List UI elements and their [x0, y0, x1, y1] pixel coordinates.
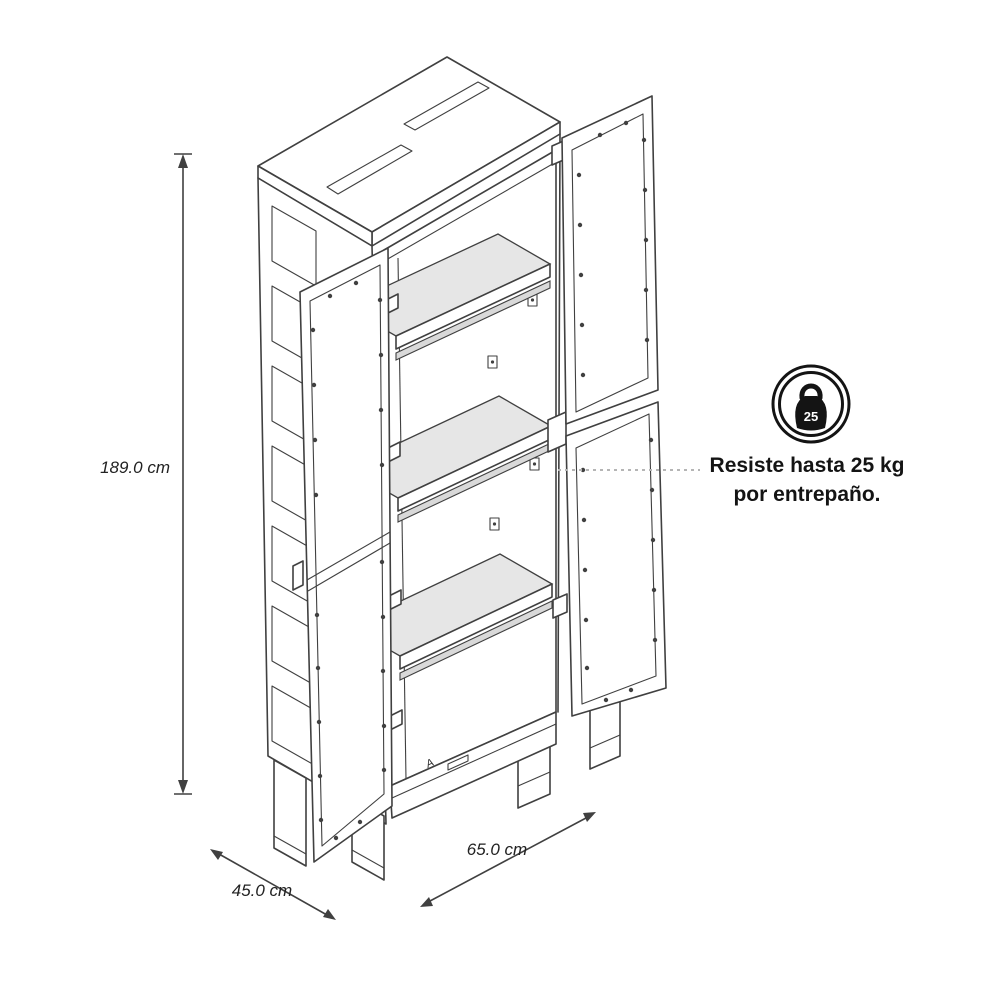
height-dimension-label: 189.0 cm: [100, 458, 170, 477]
door-handle: [292, 560, 304, 591]
callout-line2: por entrepaño.: [733, 483, 880, 506]
weight-capacity-callout: 25 Resiste hasta 25 kg por entrepaño.: [558, 364, 905, 506]
right-door-lower: [565, 401, 667, 717]
badge-value: 25: [804, 409, 818, 424]
right-door: [547, 95, 667, 717]
right-door-upper: [561, 95, 659, 425]
depth-dimension-label: 45.0 cm: [232, 881, 292, 900]
shelf-middle: [384, 395, 553, 523]
cabinet-lid: [257, 56, 561, 247]
weight-capacity-badge: 25: [771, 364, 851, 444]
width-dimension-label: 65.0 cm: [467, 840, 527, 859]
depth-dimension: 45.0 cm: [210, 849, 336, 920]
callout-line1: Resiste hasta 25 kg: [710, 454, 905, 477]
width-dimension: 65.0 cm: [420, 812, 596, 907]
shelf-bottom: [384, 553, 554, 681]
left-door-screws: [310, 280, 387, 841]
cabinet-interior: [383, 133, 561, 787]
height-dimension: 189.0 cm: [100, 153, 192, 795]
shelf-top: [384, 233, 552, 361]
cabinet-base: A: [273, 682, 621, 881]
weight-icon: 25: [795, 383, 827, 431]
left-door: [292, 247, 403, 863]
